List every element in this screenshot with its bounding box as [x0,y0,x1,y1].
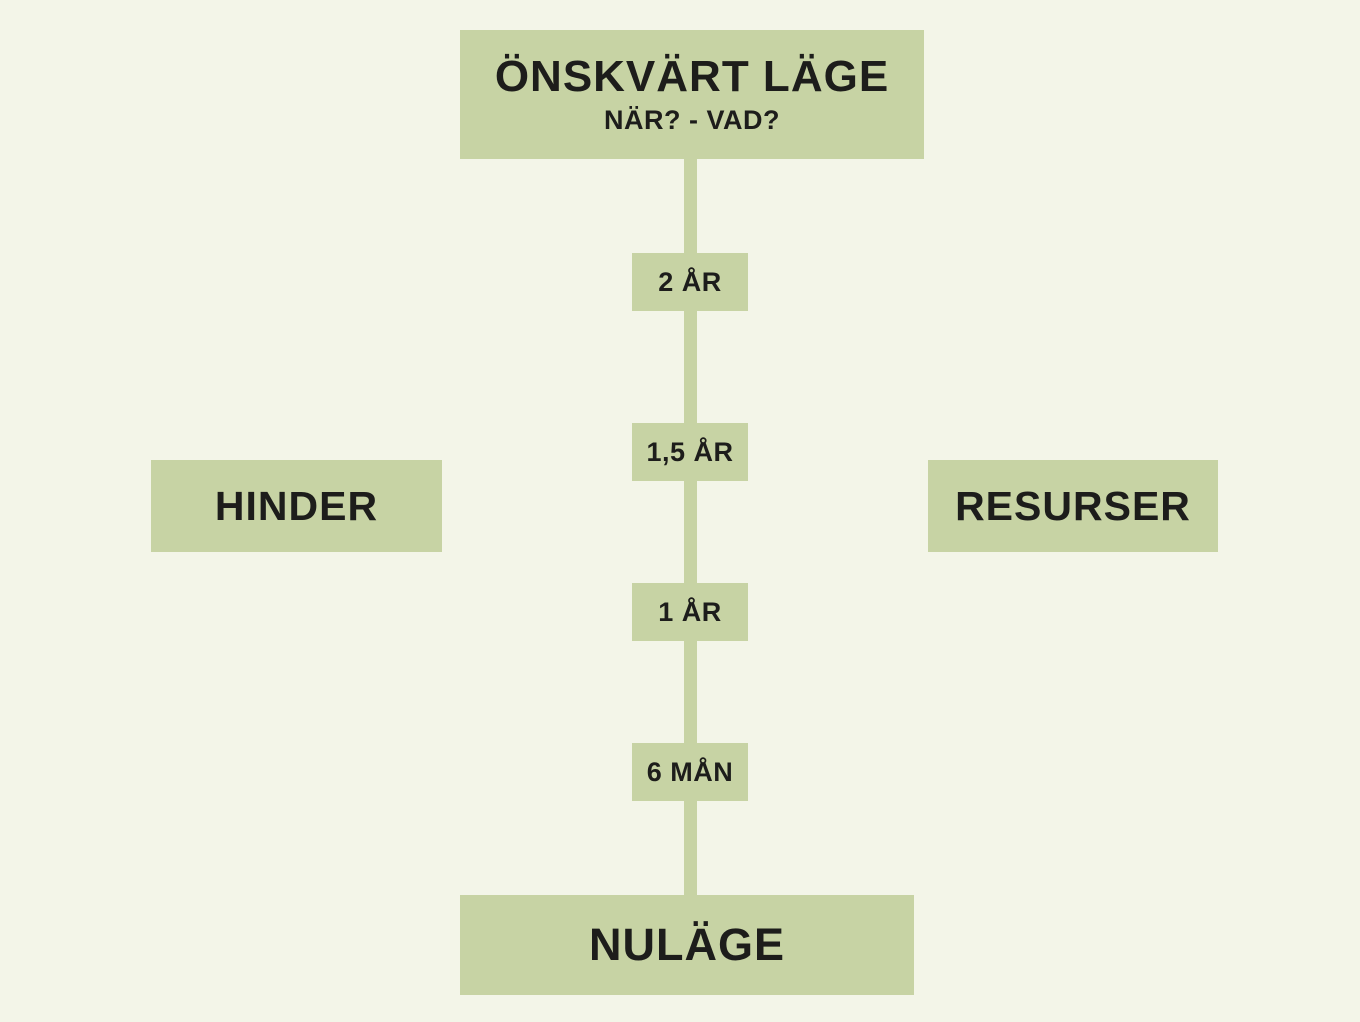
goal-box-title: ÖNSKVÄRT LÄGE [494,51,890,101]
milestone-label: 1 ÅR [658,596,722,627]
milestone-box-1-ar: 1 ÅR [632,583,748,641]
milestone-label: 6 MÅN [646,756,734,787]
milestone-box-6-man: 6 MÅN [632,743,748,801]
goal-box-subtitle: NÄR? - VAD? [604,105,780,136]
milestone-label: 2 ÅR [658,266,722,297]
milestone-label: 1,5 ÅR [646,436,734,467]
hinder-label: HINDER [214,482,379,529]
nulage-label: NULÄGE [589,919,785,970]
milestone-box-2-ar: 2 ÅR [632,253,748,311]
timeline-connector-line [684,159,697,896]
milestone-box-1-5-ar: 1,5 ÅR [632,423,748,481]
goal-box-onskvart-lage: ÖNSKVÄRT LÄGE NÄR? - VAD? [460,30,924,159]
hinder-box: HINDER [151,460,442,552]
resurser-label: RESURSER [955,482,1191,529]
resurser-box: RESURSER [928,460,1218,552]
nulage-box: NULÄGE [460,895,914,995]
